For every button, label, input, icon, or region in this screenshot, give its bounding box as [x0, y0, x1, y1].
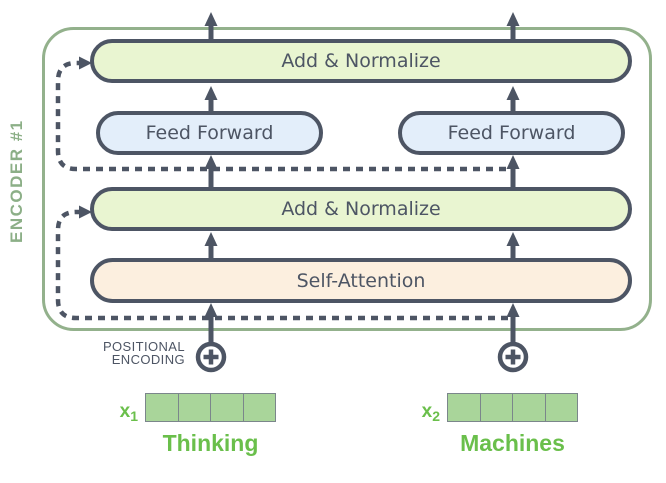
- arrow-up-icon: [506, 232, 520, 246]
- vector-subscript: 2: [432, 408, 440, 424]
- vector-subscript: 1: [130, 408, 138, 424]
- plus-circle-icon: [497, 341, 529, 373]
- embedding-cell: [512, 394, 545, 421]
- token1-flow-arrows: [204, 12, 218, 345]
- encoder-title: ENCODER #1: [7, 119, 26, 243]
- feed-forward-right-box: Feed Forward: [398, 111, 625, 155]
- token2-flow-arrows: [506, 12, 520, 345]
- add-normalize-middle-box: Add & Normalize: [90, 187, 632, 231]
- embedding-cell: [479, 394, 513, 421]
- arrow-up-icon: [506, 303, 520, 317]
- vector-label-x1: x1: [112, 401, 138, 424]
- arrow-up-icon: [204, 12, 218, 26]
- arrow-up-icon: [204, 232, 218, 246]
- embedding-cell: [210, 394, 243, 421]
- embedding-vector-x2: [447, 393, 578, 422]
- vector-letter: x: [119, 401, 131, 422]
- residual-path-lower: [55, 205, 508, 321]
- arrow-up-icon: [506, 86, 520, 100]
- positional-encoding-line2: ENCODING: [111, 352, 185, 367]
- residual-lower-arrowhead-icon: [79, 205, 92, 219]
- self-attention-label: Self-Attention: [296, 269, 426, 292]
- vector-label-x2: x2: [414, 401, 440, 424]
- feed-forward-right-label: Feed Forward: [447, 122, 576, 144]
- embedding-vector-x1: [145, 393, 276, 422]
- token-word-thinking: Thinking: [162, 430, 259, 456]
- token-word-machines: Machines: [460, 430, 565, 456]
- embedding-cell: [242, 394, 276, 421]
- encoder-outline: [42, 27, 652, 331]
- positional-encoding-caption: POSITIONAL ENCODING: [88, 340, 185, 366]
- arrow-up-icon: [506, 155, 520, 169]
- embedding-cell: [177, 394, 211, 421]
- embedding-cell: [544, 394, 578, 421]
- self-attention-box: Self-Attention: [90, 258, 632, 303]
- positional-encoding-line1: POSITIONAL: [102, 339, 185, 354]
- add-normalize-middle-label: Add & Normalize: [281, 198, 441, 220]
- arrow-up-icon: [204, 303, 218, 317]
- embedding-cell: [146, 394, 178, 421]
- feed-forward-left-label: Feed Forward: [145, 122, 274, 144]
- vector-letter: x: [421, 401, 433, 422]
- residual-upper-arrowhead-icon: [79, 56, 92, 70]
- embedding-cell: [448, 394, 480, 421]
- residual-path-upper: [55, 56, 506, 172]
- feed-forward-left-box: Feed Forward: [96, 111, 323, 155]
- add-normalize-top-label: Add & Normalize: [281, 50, 441, 72]
- arrow-up-icon: [204, 155, 218, 169]
- plus-circle-icon: [195, 341, 227, 373]
- add-normalize-top-box: Add & Normalize: [90, 39, 632, 83]
- arrow-up-icon: [204, 86, 218, 100]
- arrow-up-icon: [506, 12, 520, 26]
